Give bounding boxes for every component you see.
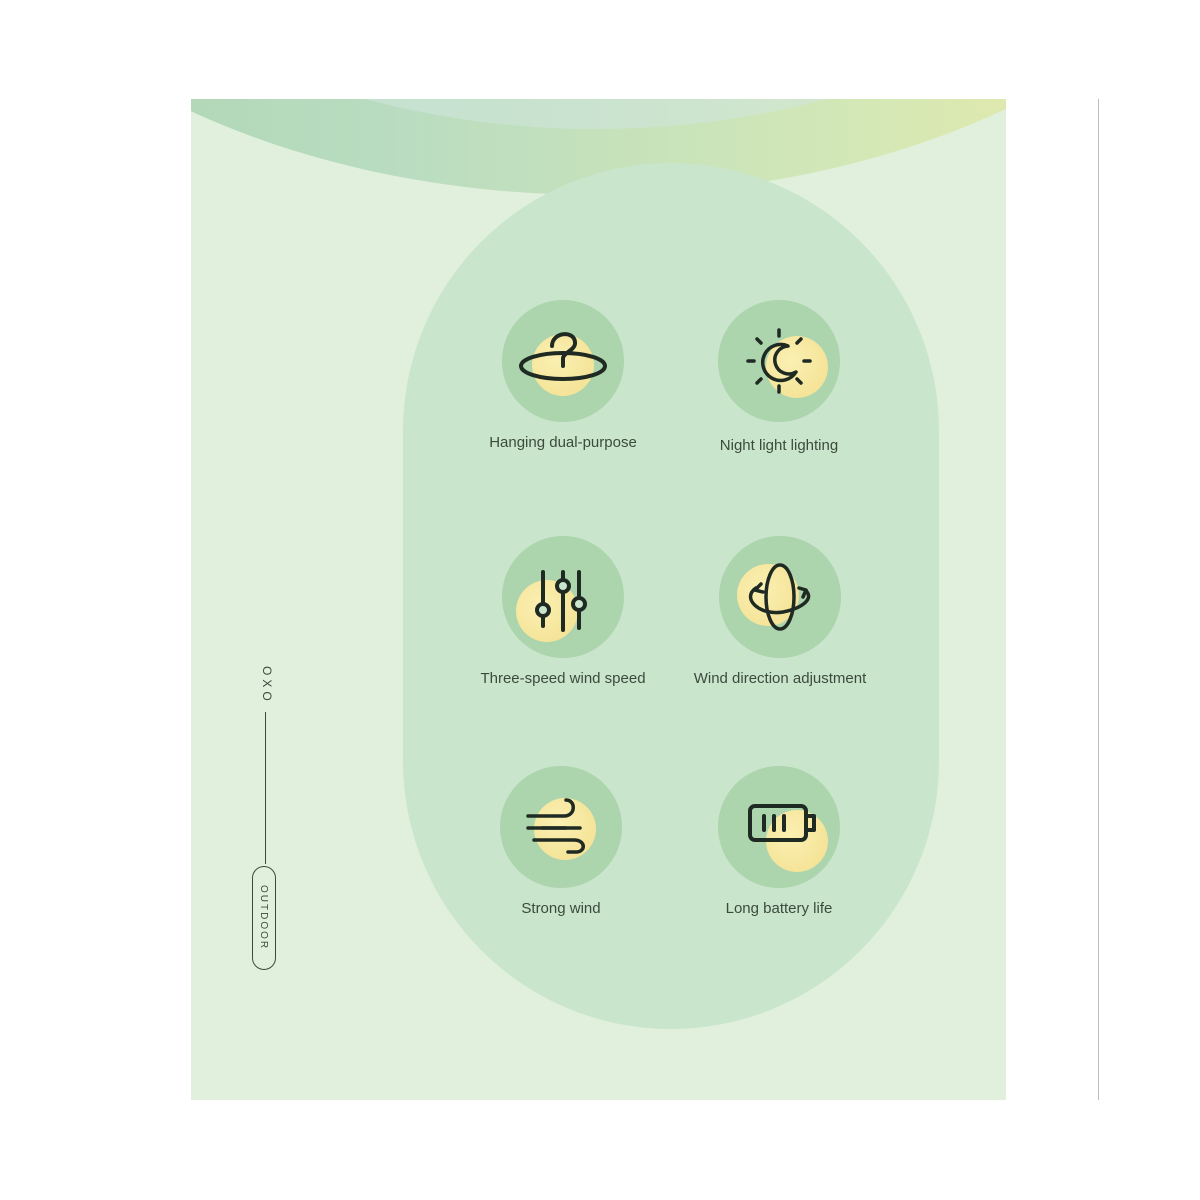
feature-icon-circle <box>502 536 624 658</box>
battery-icon <box>748 804 816 842</box>
hanging-hook-icon <box>519 332 607 381</box>
outdoor-tag-text: OUTDOOR <box>258 884 269 951</box>
rotation-orbit-icon <box>748 563 811 631</box>
feature-icon-circle <box>718 766 840 888</box>
feature-icon-circle <box>719 536 841 658</box>
feature-night-light: Night light lighting <box>669 300 889 454</box>
edge-divider <box>1098 99 1099 1100</box>
feature-battery: Long battery life <box>669 766 889 917</box>
feature-wind-direction: Wind direction adjustment <box>670 536 890 687</box>
feature-strong-wind: Strong wind <box>451 766 671 917</box>
feature-hanging: Hanging dual-purpose <box>453 300 673 451</box>
wind-icon <box>526 798 585 854</box>
feature-label: Three-speed wind speed <box>480 670 646 687</box>
brand-name: OXO <box>260 665 274 705</box>
brand-divider-line <box>265 712 266 864</box>
feature-label: Long battery life <box>725 900 833 917</box>
feature-icon-circle <box>500 766 622 888</box>
feature-label: Hanging dual-purpose <box>489 434 637 451</box>
feature-label: Night light lighting <box>719 437 839 454</box>
feature-icon-circle <box>502 300 624 422</box>
feature-label: Wind direction adjustment <box>693 670 867 687</box>
sliders-icon <box>535 570 587 632</box>
outdoor-tag: OUTDOOR <box>252 866 276 970</box>
feature-label: Strong wind <box>521 900 601 917</box>
feature-panel <box>403 163 939 1029</box>
feature-wind-speed: Three-speed wind speed <box>453 536 673 687</box>
sun-moon-icon <box>746 328 812 394</box>
product-feature-poster <box>191 99 1006 1100</box>
feature-icon-circle <box>718 300 840 422</box>
